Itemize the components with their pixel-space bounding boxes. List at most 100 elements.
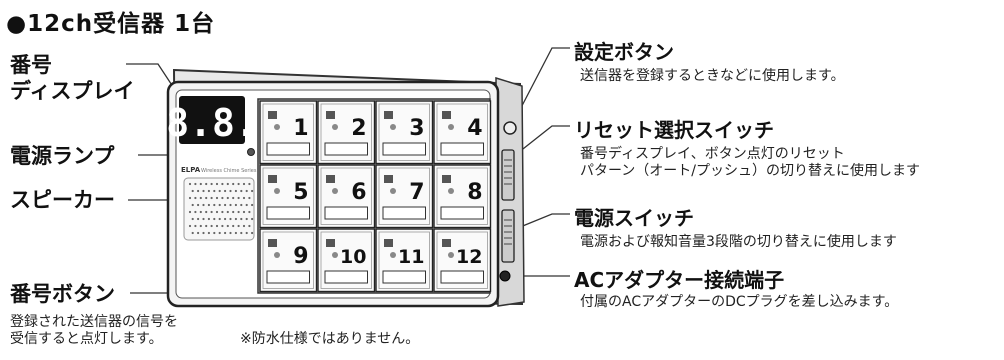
speaker-hole [207, 203, 210, 207]
speaker-hole [188, 210, 192, 214]
button-led [390, 188, 396, 194]
speaker-hole [215, 210, 219, 214]
display-digits: 8.8. [166, 101, 258, 145]
waterproof-note: ※防水仕様ではありません。 [240, 331, 420, 347]
power-switch[interactable] [501, 209, 515, 263]
speaker-hole [251, 217, 254, 221]
number-button-desc-line2: 受信すると点灯します。 [10, 331, 163, 347]
number-button-11[interactable]: 11 [375, 228, 434, 293]
speaker-hole [237, 196, 240, 200]
speaker-hole [218, 189, 221, 193]
speaker-hole [251, 203, 254, 207]
speaker-hole [218, 203, 221, 207]
setting-button-desc: 送信器を登録するときなどに使用します。 [580, 68, 845, 84]
number-button-6[interactable]: 6 [317, 164, 376, 229]
button-number-label: 4 [467, 116, 482, 141]
speaker-hole [188, 182, 192, 186]
speaker-hole [242, 196, 246, 200]
speaker-grille [183, 177, 255, 241]
speaker-hole [191, 217, 194, 221]
button-led [390, 252, 396, 258]
button-name-tag [266, 206, 310, 220]
speaker-hole [215, 182, 219, 186]
speaker-hole [232, 196, 235, 200]
number-button-9[interactable]: 9 [259, 228, 318, 293]
button-name-tag [324, 142, 368, 156]
speaker-hole [218, 217, 221, 221]
speaker-hole [242, 210, 246, 214]
speaker-hole [202, 231, 205, 235]
speaker-hole [240, 189, 243, 193]
speaker-hole [202, 203, 205, 207]
number-button-10[interactable]: 10 [317, 228, 376, 293]
number-button-2[interactable]: 2 [317, 100, 376, 165]
button-number-label: 11 [398, 246, 424, 268]
number-button-5[interactable]: 5 [259, 164, 318, 229]
speaker-hole [242, 182, 246, 186]
speaker-hole [240, 231, 243, 235]
speaker-hole [224, 231, 227, 235]
power-lamp-label: 電源ランプ [10, 144, 115, 168]
speaker-hole [215, 224, 219, 228]
speaker-hole [232, 210, 235, 214]
number-button-4[interactable]: 4 [433, 100, 492, 165]
speaker-hole [248, 182, 251, 186]
speaker-hole [205, 196, 208, 200]
speaker-hole [197, 217, 200, 221]
speaker-hole [224, 217, 227, 221]
speaker-hole [207, 231, 210, 235]
speaker-hole [194, 182, 197, 186]
button-name-tag [440, 142, 484, 156]
display-label: 番号 ディスプレイ [10, 52, 135, 104]
speaker-hole [213, 189, 216, 193]
speaker-hole [224, 203, 227, 207]
speaker-hole [226, 224, 229, 228]
speaker-hole [202, 217, 205, 221]
setting-button-label: 設定ボタン [574, 40, 674, 64]
speaker-hole [213, 231, 216, 235]
number-button-7[interactable]: 7 [375, 164, 434, 229]
speaker-hole [234, 231, 237, 235]
speaker-hole [199, 182, 202, 186]
speaker-hole [197, 203, 200, 207]
speaker-hole [234, 217, 237, 221]
speaker-dots [188, 182, 254, 235]
speaker-hole [207, 189, 210, 193]
speaker-hole [237, 224, 240, 228]
speaker-hole [210, 224, 213, 228]
button-led [274, 124, 280, 130]
number-button-3[interactable]: 3 [375, 100, 434, 165]
number-button-1[interactable]: 1 [259, 100, 318, 165]
speaker-hole [221, 224, 224, 228]
speaker-hole [234, 203, 237, 207]
reset-select-switch[interactable] [501, 149, 515, 201]
setting-button[interactable] [503, 121, 517, 135]
speaker-hole [226, 182, 229, 186]
number-button-12[interactable]: 12 [433, 228, 492, 293]
speaker-hole [251, 231, 254, 235]
speaker-hole [240, 217, 243, 221]
speaker-hole [194, 210, 197, 214]
speaker-hole [210, 182, 213, 186]
button-indicator-icon [442, 239, 451, 247]
speaker-hole [248, 224, 251, 228]
speaker-hole [205, 210, 208, 214]
page-title: ●12ch受信器 1台 [6, 11, 216, 37]
speaker-hole [248, 196, 251, 200]
button-led [448, 124, 454, 130]
speaker-hole [245, 231, 248, 235]
speaker-hole [197, 231, 200, 235]
ac-adapter-jack[interactable] [499, 270, 511, 282]
speaker-hole [245, 189, 248, 193]
number-button-8[interactable]: 8 [433, 164, 492, 229]
button-indicator-icon [326, 175, 335, 183]
ac-jack-desc: 付属のACアダプターのDCプラグを差し込みます。 [580, 294, 899, 310]
speaker-hole [188, 224, 192, 228]
speaker-hole [221, 196, 224, 200]
speaker-hole [205, 224, 208, 228]
speaker-hole [237, 182, 240, 186]
button-led [448, 252, 454, 258]
button-name-tag [266, 142, 310, 156]
speaker-hole [215, 196, 219, 200]
speaker-hole [191, 203, 194, 207]
